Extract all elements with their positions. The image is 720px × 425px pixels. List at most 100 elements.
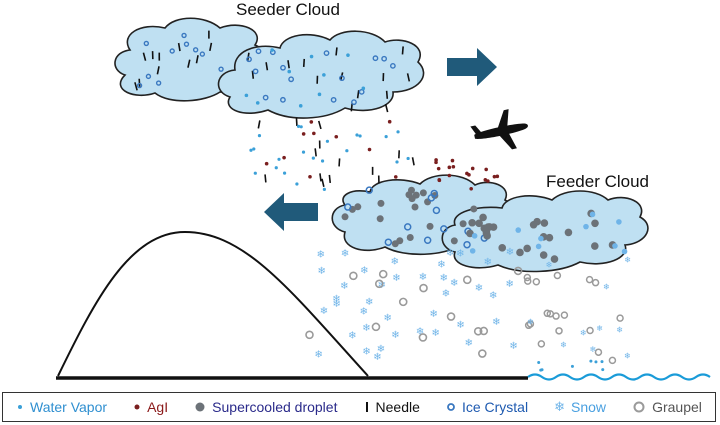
graupel-particle xyxy=(555,327,563,335)
feeder-wind-arrow-icon xyxy=(264,193,318,231)
ice-crystal-particle xyxy=(323,50,330,57)
ice-crystal-particle xyxy=(384,238,393,246)
water-vapor-particle xyxy=(537,361,541,365)
feeder-cloud-label: Feeder Cloud xyxy=(546,172,650,191)
needle-particle xyxy=(401,46,404,55)
agi-particle xyxy=(451,164,456,169)
water-vapor-particle xyxy=(287,69,292,74)
water-vapor-particle xyxy=(355,133,359,137)
supercooled-droplet-particle xyxy=(391,240,399,248)
snowflake-particle: ❄ xyxy=(341,248,349,259)
graupel-particle xyxy=(419,283,428,293)
needle-particle xyxy=(187,59,191,68)
needle-particle xyxy=(264,174,267,183)
supercooled-droplet-particle xyxy=(540,219,549,227)
snowflake-particle: ❄ xyxy=(392,273,400,284)
ice-crystal-particle xyxy=(183,41,190,47)
graupel-particle xyxy=(478,349,487,358)
snowflake-particle: ❄ xyxy=(509,341,517,352)
snowflake-particle: ❄ xyxy=(446,248,454,259)
legend-item-water-vapor: Water Vapor xyxy=(16,399,107,415)
water-vapor-particle xyxy=(244,93,249,98)
water-vapor-particle xyxy=(299,125,303,129)
snowflake-particle: ❄ xyxy=(391,256,399,267)
graupel-particle xyxy=(462,275,472,285)
needle-icon xyxy=(365,402,368,412)
snowflake-particle: ❄ xyxy=(437,260,445,271)
agi-icon xyxy=(134,404,140,410)
supercooled-droplet-particle xyxy=(550,255,559,263)
snowflake-particle: ❄ xyxy=(360,306,368,317)
water-vapor-particle xyxy=(322,73,326,77)
graupel-particle xyxy=(523,273,532,282)
water-vapor-particle xyxy=(311,156,315,160)
supercooled-droplet-particle xyxy=(545,233,554,242)
supercooled-droplet-particle xyxy=(354,203,362,211)
needle-particle xyxy=(142,52,147,61)
snowflake-particle: ❄ xyxy=(624,351,631,360)
water-vapor-particle xyxy=(295,182,299,186)
supercooled-droplet-particle xyxy=(591,219,599,228)
water-vapor-particle xyxy=(301,150,306,154)
water-vapor-particle xyxy=(361,86,366,91)
ice-crystal-particle xyxy=(288,76,295,83)
agi-particle xyxy=(334,134,339,139)
supercooled-droplet-particle xyxy=(498,244,507,252)
graupel-particle xyxy=(524,277,532,285)
ice-crystal-particle xyxy=(403,223,412,231)
snowflake-particle: ❄ xyxy=(442,289,450,300)
graupel-particle xyxy=(608,356,617,365)
needle-particle xyxy=(314,148,317,157)
agi-particle xyxy=(301,132,306,136)
snow-dot-particle xyxy=(621,248,628,255)
agi-particle xyxy=(308,174,312,179)
snowflake-particle: ❄ xyxy=(419,272,427,283)
ice-crystal-icon xyxy=(447,403,455,411)
legend-item-agi: AgI xyxy=(133,399,168,415)
ice-crystal-particle xyxy=(280,64,286,71)
supercooled-droplet-particle xyxy=(475,219,483,228)
needle-particle xyxy=(177,42,181,52)
ice-crystal-particle xyxy=(440,225,448,233)
needle-particle xyxy=(251,70,255,79)
ice-crystal-particle xyxy=(218,66,224,72)
ice-crystal-particle xyxy=(351,99,357,106)
legend-label-needle: Needle xyxy=(375,399,420,415)
water-vapor-particle xyxy=(395,160,399,164)
snowflake-particle: ❄ xyxy=(596,324,603,333)
supercooled-droplet-particle xyxy=(407,186,415,194)
supercooled-droplet-particle xyxy=(489,223,498,231)
seeder-wind-arrow-icon xyxy=(447,48,497,86)
snowflake-particle: ❄ xyxy=(360,265,368,276)
supercooled-droplet-particle xyxy=(482,229,491,238)
water-vapor-particle xyxy=(274,166,278,170)
snowflake-particle: ❄ xyxy=(546,261,553,270)
graupel-particle xyxy=(552,312,560,320)
water-vapor-particle xyxy=(540,368,544,372)
legend-item-needle: Needle xyxy=(364,399,420,415)
snowflake-particle: ❄ xyxy=(456,249,464,260)
agi-particle xyxy=(447,173,452,178)
supercooled-droplet-particle xyxy=(412,191,420,199)
agi-particle xyxy=(465,171,469,176)
graupel-particle xyxy=(553,271,562,280)
graupel-particle xyxy=(586,326,594,335)
snowflake-particle: ❄ xyxy=(416,327,424,338)
water-vapor-particle xyxy=(252,147,256,151)
supercooled-droplet-particle xyxy=(523,244,531,253)
legend-label-agi: AgI xyxy=(147,399,169,415)
agi-particle xyxy=(393,175,398,179)
ice-crystal-particle xyxy=(423,236,432,245)
supercooled-droplet-particle xyxy=(411,203,419,211)
ice-crystal-particle xyxy=(155,80,162,86)
ice-crystal-particle xyxy=(344,203,352,211)
water-vapor-particle xyxy=(322,187,326,191)
needle-particle xyxy=(156,66,160,75)
supercooled-droplet-particle xyxy=(591,242,599,250)
water-vapor-particle xyxy=(270,48,274,52)
snowflake-icon: ❄ xyxy=(554,399,566,415)
ice-crystal-particle xyxy=(358,88,365,95)
needle-particle xyxy=(384,103,389,113)
needle-particle xyxy=(287,60,290,69)
